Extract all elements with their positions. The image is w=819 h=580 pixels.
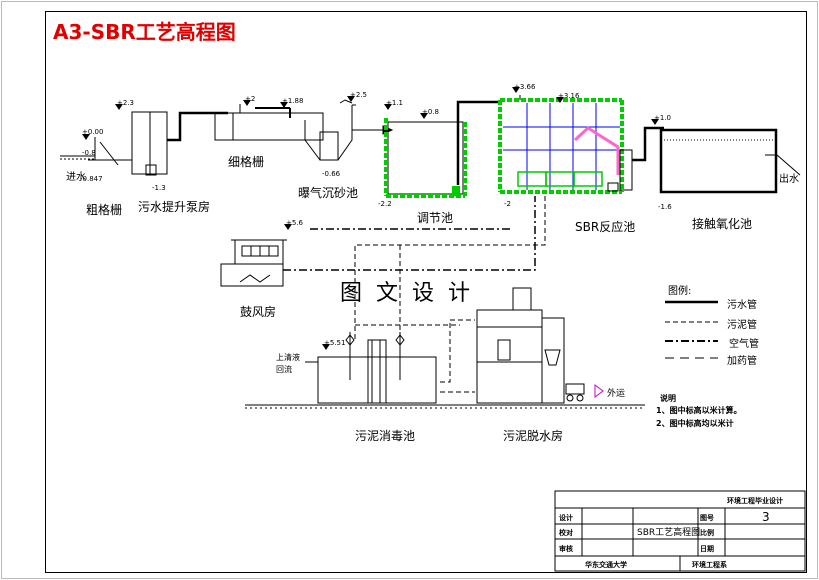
elev-label: -0.847 [80, 175, 103, 183]
outbound-arrow [594, 384, 604, 398]
coarse-screen-channel [94, 137, 133, 166]
air-pipe [283, 196, 536, 271]
elev-label: +0.8 [422, 108, 439, 116]
label-outflow: 出水 [779, 174, 799, 185]
elevation-markers [82, 87, 659, 350]
label-dewatering: 污泥脱水房 [503, 429, 564, 443]
sludge-pipe [354, 196, 546, 393]
pipe-eq-to-sbr [456, 100, 500, 185]
grit-chamber [304, 99, 356, 161]
contact-oxidation-tank [659, 128, 801, 194]
legend-item-sewage: 污水管 [727, 300, 757, 311]
label-inflow: 进水 [66, 172, 86, 183]
pipe-lift-to-screen [167, 111, 228, 142]
label-contact-oxidation: 接触氧化池 [692, 217, 753, 231]
elev-label: +1.0 [654, 114, 671, 122]
legend-item-dosing: 加药管 [727, 356, 757, 367]
legend-item-sludge: 污泥管 [727, 320, 757, 331]
label-lift-pump: 污水提升泵房 [138, 200, 211, 214]
label-blower: 鼓风房 [240, 305, 277, 319]
lift-pump-house [131, 111, 168, 176]
legend-item-air: 空气管 [729, 339, 759, 350]
elev-label: -2.2 [378, 200, 392, 208]
legend-lines [665, 300, 718, 359]
tb-school: 华东交通大学 [585, 561, 627, 569]
drawing-title: A3-SBR工艺高程图 [53, 20, 236, 44]
label-equalization: 调节池 [417, 211, 454, 225]
label-return: 回流 [276, 365, 292, 374]
tb-drawing-no: 3 [762, 510, 770, 524]
label-grit-chamber: 曝气沉砂池 [298, 186, 359, 200]
label-sbr: SBR反应池 [575, 220, 636, 234]
elev-label: +0.00 [82, 128, 104, 136]
notes-line-1: 1、图中标高以米计算。 [656, 406, 742, 415]
elev-label: +5.51 [324, 339, 346, 347]
pipe-sbr-to-co [632, 126, 664, 162]
label-outbound: 外运 [607, 389, 626, 399]
label-fine-screen: 细格栅 [228, 155, 265, 169]
elev-label: +2.5 [350, 91, 367, 99]
tb-row-review: 审核 [559, 545, 573, 553]
label-coarse-screen: 粗格栅 [86, 203, 123, 217]
tb-drawing-name: SBR工艺高程图 [637, 528, 701, 538]
elev-label: -2 [504, 200, 511, 208]
sludge-tank [305, 332, 437, 404]
dewatering-house [476, 287, 585, 404]
tb-project: 环境工程毕业设计 [727, 497, 783, 505]
elev-label: +1.88 [282, 97, 304, 105]
ground-line-top [60, 155, 645, 409]
tb-drawing-no-label: 图号 [700, 514, 714, 522]
watermark-text: 图文设计 [340, 281, 485, 306]
fine-screen-channel [214, 104, 324, 141]
tb-date-label: 日期 [700, 545, 714, 553]
tb-row-check: 校对 [559, 529, 573, 537]
equalization-tank [384, 118, 467, 198]
legend-heading: 图例: [668, 286, 692, 297]
tb-dept: 环境工程系 [692, 561, 727, 569]
label-supernatant: 上清液 [276, 353, 300, 362]
label-sludge-tank: 污泥消毒池 [355, 429, 416, 443]
notes-heading: 说明 [660, 394, 676, 403]
blower-house [220, 239, 287, 287]
elev-label: +1.1 [386, 99, 403, 107]
drawing-frame [45, 11, 807, 573]
elev-label: -0.8 [82, 149, 96, 157]
elev-label: +2.3 [117, 99, 134, 107]
title-block-grid [554, 490, 806, 572]
elev-label: -1.6 [658, 203, 672, 211]
sbr-tank [498, 95, 633, 194]
elev-label: +2 [245, 95, 256, 103]
notes-line-2: 2、图中标高均以米计 [656, 419, 734, 428]
elev-label: +3.66 [514, 83, 536, 91]
tb-scale-label: 比例 [700, 529, 714, 537]
tb-row-design: 设计 [559, 514, 573, 522]
elev-label: +3.16 [558, 92, 580, 100]
elev-label: -1.3 [152, 184, 166, 192]
elev-label: -0.66 [322, 170, 341, 178]
elev-label: +5.6 [286, 219, 303, 227]
